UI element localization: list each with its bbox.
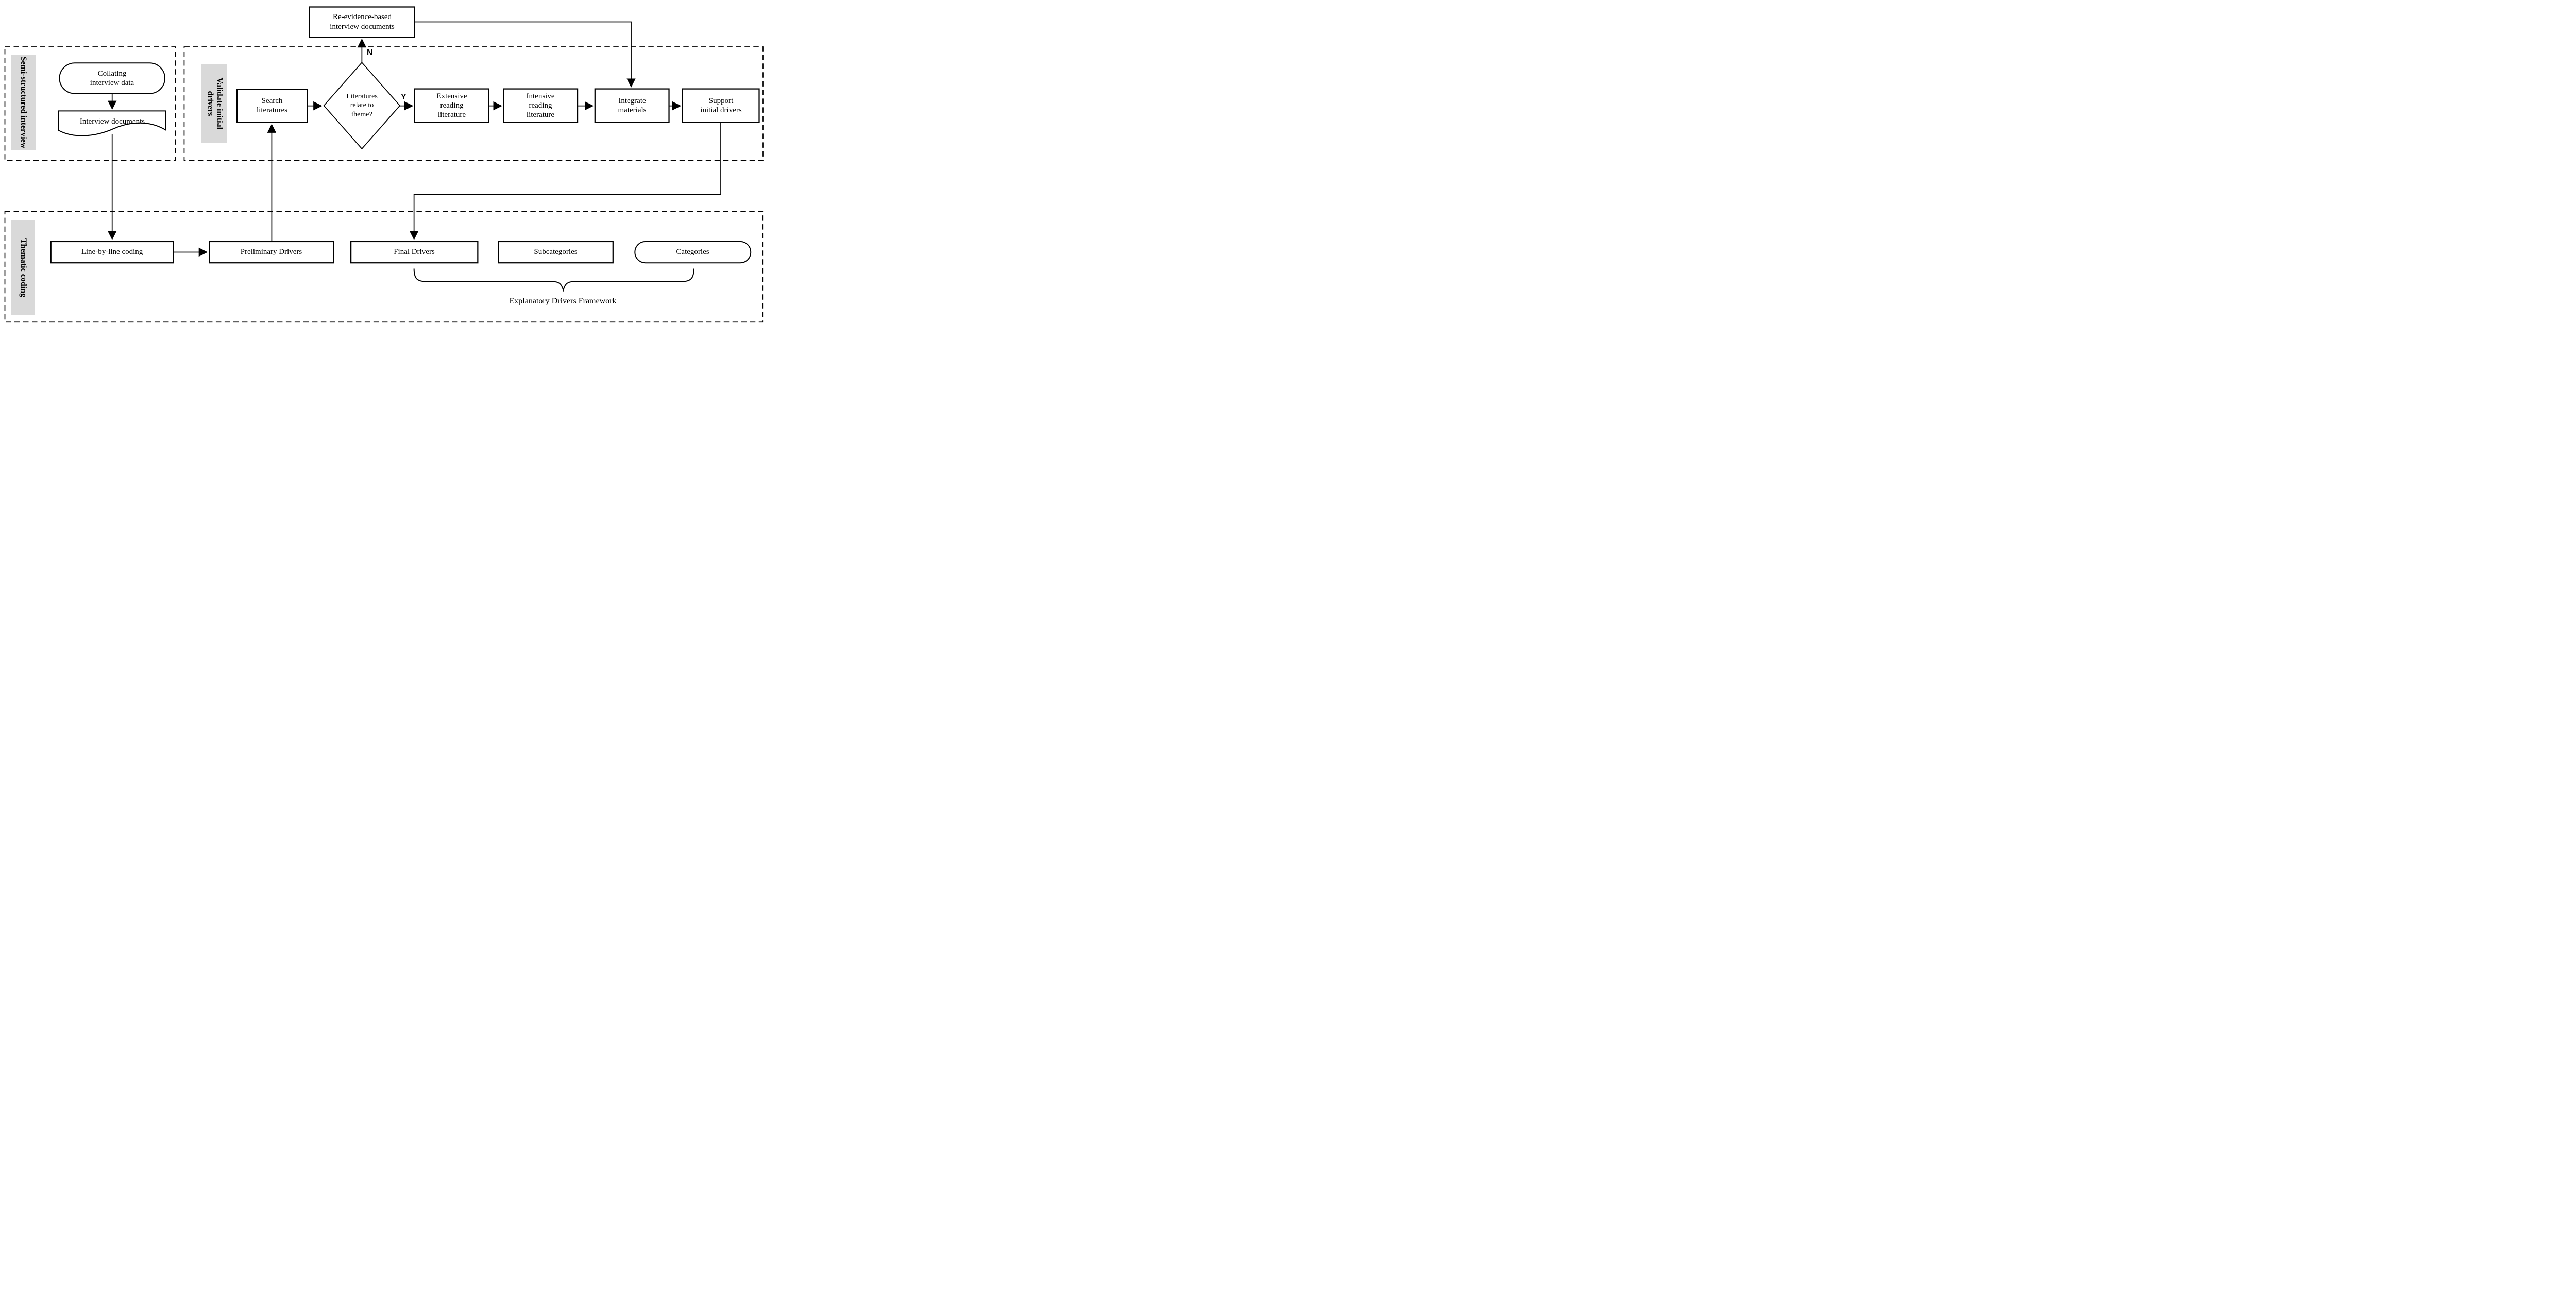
decision-no-label: N (367, 48, 373, 57)
decision-yes-label: Y (401, 93, 406, 101)
flowchart-shapes (4, 6, 764, 323)
intensive-box (503, 88, 579, 123)
categories-stadium (634, 241, 752, 264)
section-label-line: Validate (214, 77, 224, 107)
extensive-box (414, 88, 489, 123)
subcategories-box (498, 241, 614, 264)
integrate-box (594, 88, 670, 123)
framework-brace (413, 268, 694, 292)
section-label-line: Thematic coding (19, 238, 28, 298)
section-border-semi-structured-interview (4, 46, 176, 161)
section-label-thematic-coding: Thematic coding (11, 220, 35, 315)
reevidence-box (309, 6, 415, 38)
search-box (236, 89, 308, 123)
final-box (350, 241, 479, 264)
section-border-thematic-coding (4, 211, 764, 323)
section-label-line: interview (19, 115, 28, 149)
support-box (682, 88, 760, 123)
preliminary-box (209, 241, 334, 264)
arrow-reevidence-to-integrate (414, 21, 636, 88)
line-by-line-box (50, 241, 174, 264)
arrow-support-to-final (409, 122, 721, 240)
framework-caption: Explanatory Drivers Framework (509, 297, 617, 305)
section-border-validate-initial-drivers (183, 46, 764, 161)
flowchart: Semi-structured interview Validate initi… (0, 0, 774, 329)
section-label-validate-initial-drivers: Validate initial drivers (201, 64, 227, 143)
decision-diamond (323, 61, 401, 150)
section-label-semi-structured-interview: Semi-structured interview (11, 55, 36, 150)
interview-documents-shape (58, 110, 166, 136)
section-label-line: Semi-structured (19, 56, 28, 114)
collating-stadium (59, 62, 165, 94)
